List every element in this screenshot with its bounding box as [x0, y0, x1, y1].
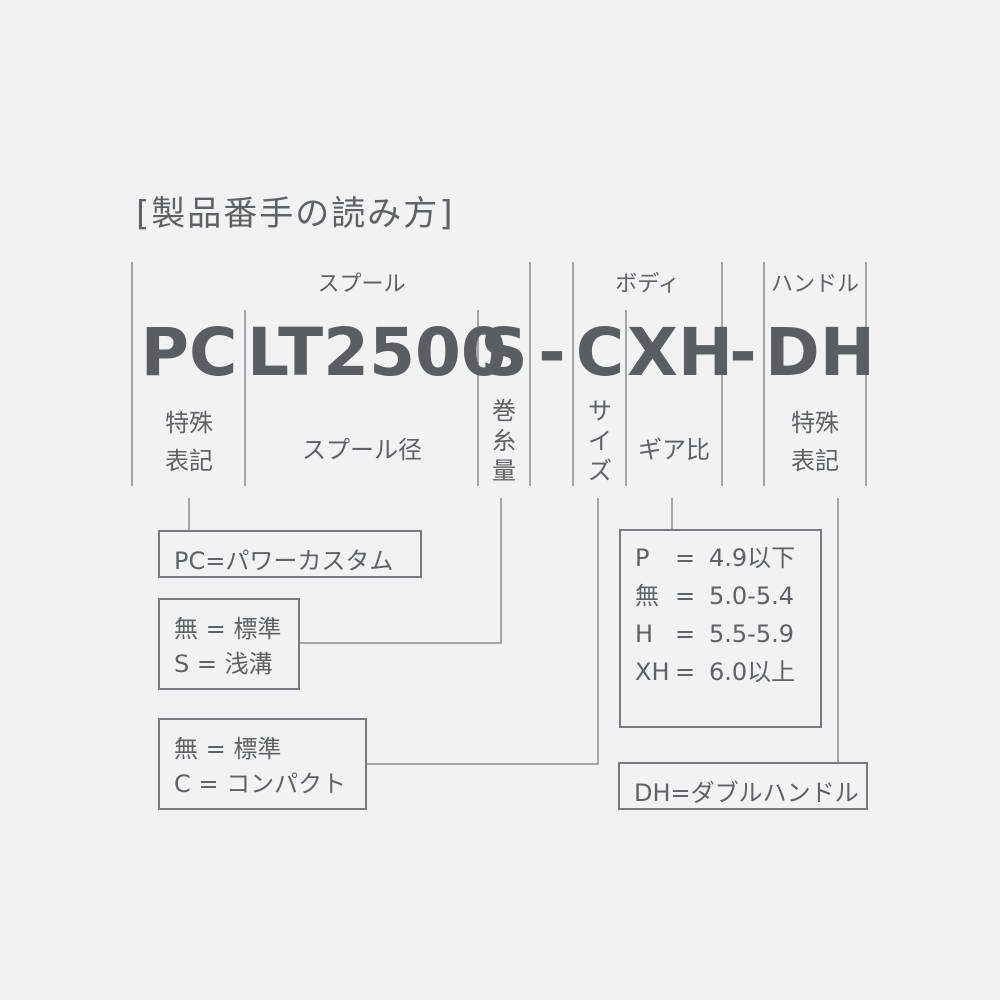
desc-gear-ratio: ギア比: [638, 436, 710, 464]
group-label-spool: スプール: [317, 272, 406, 297]
gear-row-key: 無: [635, 582, 659, 610]
desc-special-dh-line2: 表記: [791, 447, 839, 475]
code-s: S: [480, 314, 528, 391]
gear-row-val: 6.0以上: [709, 658, 796, 686]
desc-winding-3: 量: [492, 457, 516, 485]
code-dash-1: -: [538, 314, 566, 391]
desc-size-3: ズ: [588, 457, 612, 485]
s-legend-row-2: S = 浅溝: [174, 650, 273, 678]
gear-row-key: XH: [635, 658, 670, 686]
group-label-body: ボディ: [615, 272, 680, 297]
gear-row-key: H: [635, 620, 654, 648]
gear-row-val: 5.0-5.4: [709, 582, 794, 610]
connector-s: [300, 498, 502, 644]
desc-size: サ イ ズ: [574, 396, 626, 486]
code-dh: DH: [765, 314, 876, 391]
s-legend-row-1: 無 = 標準: [174, 615, 282, 643]
group-label-handle: ハンドル: [770, 272, 859, 297]
desc-size-1: サ: [588, 397, 612, 425]
gear-row-eq: =: [675, 658, 696, 686]
desc-special-dh-line1: 特殊: [791, 409, 839, 437]
code-pc: PC: [140, 314, 238, 391]
c-legend-row-2: C = コンパクト: [174, 770, 347, 798]
desc-size-2: イ: [588, 427, 612, 455]
gear-row: P = 4.9以下: [635, 539, 820, 577]
connector-c: [366, 498, 599, 765]
gear-row-val: 5.5-5.9: [709, 620, 794, 648]
desc-winding-1: 巻: [492, 397, 516, 425]
gear-row: H = 5.5-5.9: [635, 615, 820, 653]
s-legend-box: 無 = 標準 S = 浅溝: [158, 598, 300, 690]
c-legend-row-1: 無 = 標準: [174, 735, 282, 763]
page-title: [製品番手の読み方]: [136, 194, 455, 234]
code-c: C: [575, 314, 625, 391]
gear-ratio-legend-box: P=4.9以下 無=5.0-5.4 H=5.5-5.9 XH=6.0以上: [619, 529, 822, 728]
desc-spool-diameter: スプール径: [302, 436, 422, 464]
gear-row: XH= 6.0以上: [635, 653, 820, 691]
dh-legend-box: DH=ダブルハンドル: [618, 762, 868, 810]
code-lt2500: LT2500: [247, 314, 507, 391]
gear-row-val: 4.9以下: [709, 544, 796, 572]
gear-row-eq: =: [675, 544, 696, 572]
desc-winding: 巻 糸 量: [479, 396, 529, 486]
desc-special-pc-line2: 表記: [165, 447, 213, 475]
desc-special-pc: 特殊 表記: [134, 404, 244, 480]
gear-row-eq: =: [675, 620, 696, 648]
code-xh: XH: [627, 314, 734, 391]
code-dash-2: -: [729, 314, 757, 391]
gear-row-eq: =: [675, 582, 696, 610]
pc-legend-text: PC=パワーカスタム: [174, 547, 394, 575]
c-legend-box: 無 = 標準 C = コンパクト: [158, 718, 367, 810]
pc-legend-box: PC=パワーカスタム: [158, 530, 422, 578]
dh-legend-text: DH=ダブルハンドル: [634, 779, 859, 807]
gear-row-key: P: [635, 544, 650, 572]
desc-winding-2: 糸: [492, 427, 516, 455]
gear-row: 無 = 5.0-5.4: [635, 577, 820, 615]
desc-special-dh: 特殊 表記: [765, 404, 865, 480]
desc-special-pc-line1: 特殊: [165, 409, 213, 437]
